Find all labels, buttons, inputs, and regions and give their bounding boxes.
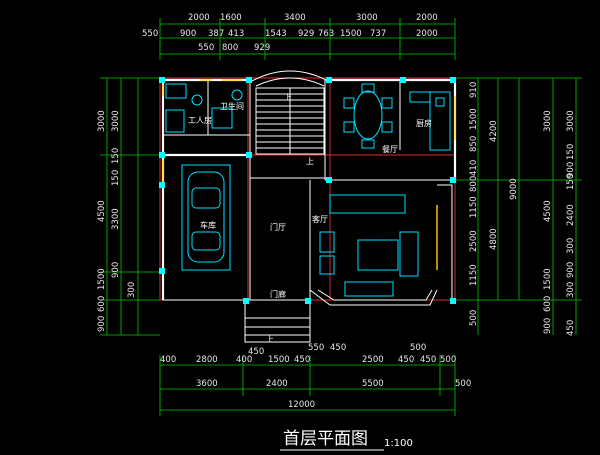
dim-left-o-4: 900 [97,316,107,332]
dim-far-b-8: 450 [566,320,576,336]
dim-far-b-3: 150 [566,174,576,190]
dim-bot-1-6: 550 [308,343,324,353]
room-garage-label: 车库 [200,220,216,230]
dim-right-o-0: 4200 [489,120,499,142]
dim-top-1-4: 2000 [416,13,438,23]
right-dimensions: 910 1500 850 410 800 1150 2500 1150 500 … [469,82,576,336]
dim-top-2-5: 929 [298,29,314,39]
dim-top-2-9: 2000 [416,29,438,39]
dim-top-2-1: 900 [180,29,196,39]
dim-right-i-8: 500 [469,310,479,326]
dim-far-b-7: 300 [566,282,576,298]
dim-bot-1-8: 2500 [362,355,384,365]
dim-far-a-2: 1500 [543,268,553,290]
dim-left-o-1: 4500 [97,200,107,222]
room-living-label: 客厅 [312,214,328,224]
dim-far-b-2: 900 [566,162,576,178]
dim-top-2-8: 737 [370,29,386,39]
dim-far-a-4: 900 [543,318,553,334]
drawing-title: 首层平面图 1:100 [280,429,413,451]
room-labels: 工人房 卫生间 车库 门厅 客厅 餐厅 厨房 门廊 上 上 上 [188,93,432,344]
dimension-lines [100,18,582,416]
windows [162,79,456,270]
dim-bot-2-2: 5500 [362,379,384,389]
dim-far-b-5: 300 [566,238,576,254]
bottom-dimensions: 400 2800 400 450 1500 450 550 450 2500 4… [160,343,471,410]
room-porch-label: 门廊 [270,289,286,299]
dim-bot-1-0: 400 [160,355,176,365]
room-entry-label: 门厅 [270,222,286,232]
dim-bot-1-2: 400 [236,355,252,365]
room-wc-label: 卫生间 [220,101,244,111]
dim-top-2-3: 413 [228,29,244,39]
dim-right-i-7: 1150 [469,264,479,286]
dim-top-1-1: 1600 [220,13,242,23]
dim-left-i-2: 150 [111,170,121,186]
dim-top-3-2: 929 [254,43,270,53]
dim-bot-1-7: 450 [330,343,346,353]
dim-left-i-3: 3300 [111,208,121,230]
dim-left-o-0: 3000 [97,110,107,132]
stair-up-label-1: 上 [284,93,292,102]
dim-right-o-1: 4800 [489,228,499,250]
dim-left-o-2: 1500 [97,268,107,290]
dim-bot-1-10: 450 [420,355,436,365]
dim-bot-1-4: 1500 [268,355,290,365]
dim-far-b-1: 150 [566,144,576,160]
dim-far-b-6: 900 [566,262,576,278]
dim-left-i-0: 3000 [111,110,121,132]
dim-bot-1-5: 450 [294,355,310,365]
columns [159,77,456,304]
dim-top-3-1: 800 [222,43,238,53]
left-dimensions: 3000 4500 1500 600 900 3000 150 150 3300… [97,110,137,332]
dim-bot-1-1: 2800 [196,355,218,365]
dim-left-i-5: 300 [127,282,137,298]
staircase [249,70,331,155]
dim-bot-1-11: 500 [410,343,426,353]
dim-right-i-0: 910 [469,82,479,98]
dim-bot-1-9: 450 [398,355,414,365]
dim-top-2-4: 1543 [265,29,287,39]
stair-up-label-3: 上 [266,335,274,344]
stair-up-label-2: 上 [306,157,314,166]
drawing-scale-text: 1:100 [384,438,413,449]
top-dimensions: 2000 1600 3400 3000 2000 550 900 387 413… [142,13,438,53]
dim-left-i-4: 900 [111,262,121,278]
dim-top-2-0: 550 [142,29,158,39]
dim-far-a-1: 4500 [543,200,553,222]
dim-top-1-0: 2000 [188,13,210,23]
dim-right-total: 9000 [509,178,519,200]
dim-right-i-4: 800 [469,176,479,192]
room-dining-label: 餐厅 [382,145,398,154]
furniture [165,83,451,297]
axis-grid [159,77,456,301]
dim-top-3-0: 550 [198,43,214,53]
dim-left-i-1: 150 [111,148,121,164]
dim-bot-total: 12000 [288,400,315,410]
dim-top-2-2: 387 [208,29,224,39]
dim-bot-1-3: 450 [248,347,264,357]
dim-top-1-3: 3000 [356,13,378,23]
dim-top-2-7: 1500 [340,29,362,39]
dim-bot-1-12: 500 [440,355,456,365]
dim-far-b-0: 3000 [566,110,576,132]
dim-right-i-6: 2500 [469,230,479,252]
dim-far-b-4: 2400 [566,204,576,226]
dim-left-o-3: 600 [97,296,107,312]
room-worker-label: 工人房 [188,115,212,125]
dim-bot-2-1: 2400 [266,379,288,389]
dim-bot-2-0: 3600 [196,379,218,389]
dim-right-i-1: 1500 [469,108,479,130]
room-kitchen-label: 厨房 [416,118,432,128]
dim-far-a-3: 600 [543,296,553,312]
dim-right-i-5: 1150 [469,196,479,218]
dim-top-1-2: 3400 [284,13,306,23]
dim-top-2-6: 763 [318,29,334,39]
drawing-title-text: 首层平面图 [283,429,368,449]
dim-right-i-2: 850 [469,136,479,152]
dim-right-i-3: 410 [469,160,479,176]
dim-bot-2-3: 500 [455,379,471,389]
dim-far-a-0: 3000 [543,110,553,132]
